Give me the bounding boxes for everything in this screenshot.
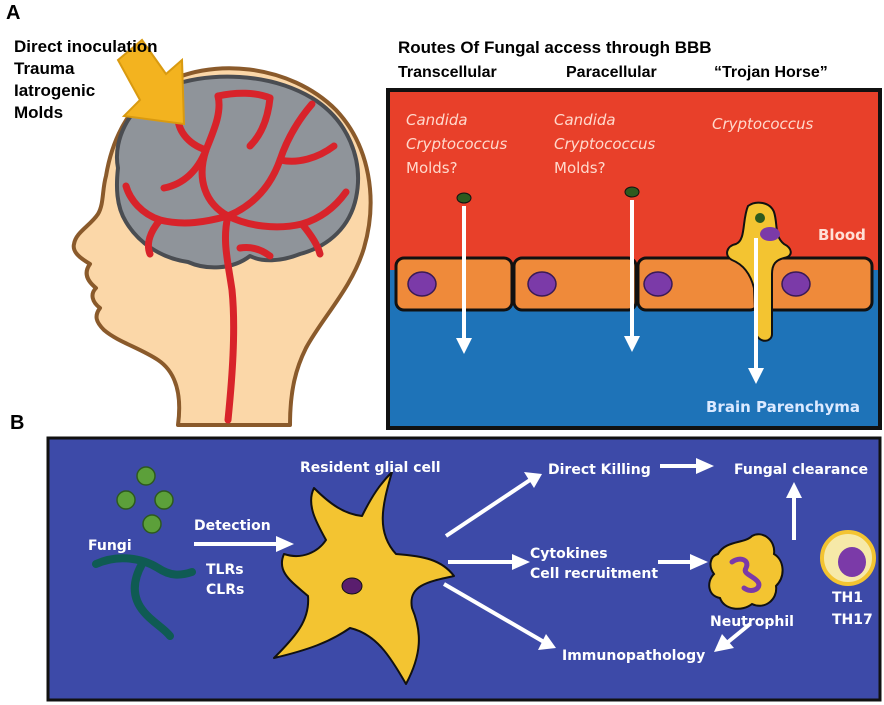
tlrs-label: TLRs: [206, 562, 244, 578]
parenchyma-label: Brain Parenchyma: [706, 398, 860, 416]
panel-b-letter: B: [10, 412, 24, 435]
cytokines-label: Cytokines: [530, 546, 608, 562]
cell-recruitment-label: Cell recruitment: [530, 566, 658, 582]
clrs-label: CLRs: [206, 582, 244, 598]
fungal-spore: [155, 491, 173, 509]
endothelial-nucleus: [408, 272, 436, 296]
trojan-pathogens: Cryptococcus: [712, 112, 813, 136]
endothelial-nucleus: [528, 272, 556, 296]
pathogen-label: Cryptococcus: [406, 135, 507, 153]
pathogen-label: Molds?: [406, 156, 507, 180]
pathogen-label: Candida: [554, 111, 616, 129]
entry-route-item: Direct inoculation: [14, 36, 158, 58]
paracellular-fungus: [625, 187, 639, 197]
endothelial-nucleus: [644, 272, 672, 296]
fungi-label: Fungi: [88, 538, 132, 554]
pathogen-label: Cryptococcus: [554, 135, 655, 153]
entry-route-item: Trauma: [14, 58, 158, 80]
fungal-spore: [117, 491, 135, 509]
entry-route-item: Iatrogenic: [14, 80, 158, 102]
pathogen-label: Cryptococcus: [712, 115, 813, 133]
paracellular-pathogens: Candida Cryptococcus Molds?: [554, 108, 655, 180]
entry-route-item: Molds: [14, 102, 158, 124]
fungal-spore: [137, 467, 155, 485]
blood-label: Blood: [818, 226, 866, 244]
glial-label: Resident glial cell: [300, 460, 441, 476]
endothelial-nucleus: [782, 272, 810, 296]
direct-killing-label: Direct Killing: [548, 462, 651, 478]
pathogen-label: Candida: [406, 111, 468, 129]
detection-label: Detection: [194, 518, 271, 534]
route-header-trojan-horse: “Trojan Horse”: [714, 64, 828, 82]
bbb-title: Routes Of Fungal access through BBB: [398, 38, 712, 58]
route-header-transcellular: Transcellular: [398, 64, 497, 82]
immunopathology-label: Immunopathology: [562, 648, 705, 664]
th17-label: TH17: [832, 612, 873, 628]
fungal-spore: [143, 515, 161, 533]
fungal-clearance-label: Fungal clearance: [734, 462, 868, 478]
th1-label: TH1: [832, 590, 863, 606]
t-cell-nucleus: [838, 547, 866, 577]
endothelial-cell: [760, 258, 872, 310]
trojan-horse-nucleus: [760, 227, 780, 241]
route-header-paracellular: Paracellular: [566, 64, 657, 82]
transcellular-pathogens: Candida Cryptococcus Molds?: [406, 108, 507, 180]
pathogen-label: Molds?: [554, 156, 655, 180]
neutrophil-label: Neutrophil: [710, 614, 794, 630]
transcellular-fungus: [457, 193, 471, 203]
glial-nucleus: [342, 578, 362, 594]
trojan-fungus: [755, 213, 765, 223]
entry-routes-list: Direct inoculation Trauma Iatrogenic Mol…: [14, 36, 158, 124]
